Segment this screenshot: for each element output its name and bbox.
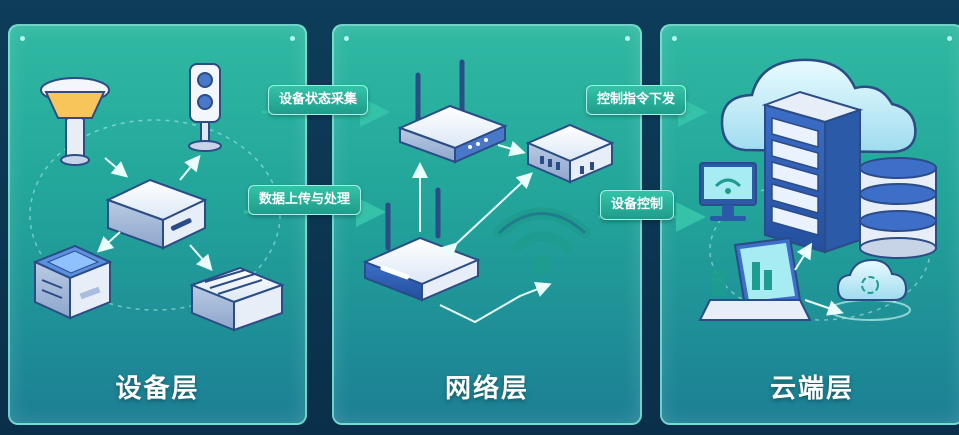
device-layer-title: 设备层	[115, 374, 200, 404]
device-connection-arrows	[97, 154, 213, 272]
solar-panel-box-icon	[32, 244, 113, 320]
router-icon	[362, 187, 481, 302]
switch-icon	[525, 123, 615, 184]
router-icon	[397, 59, 508, 164]
flow-label-upload-process: 数据上传与处理	[248, 185, 362, 215]
wifi-icon	[494, 207, 590, 275]
corner-dot	[344, 36, 349, 41]
corner-dot	[290, 36, 295, 41]
vent-box-icon	[189, 266, 285, 332]
street-lamp-icon	[40, 77, 110, 166]
corner-dot	[947, 36, 952, 41]
network-connection-arrows	[412, 140, 552, 324]
wifi-monitor-icon	[699, 162, 757, 221]
corner-dot	[625, 36, 630, 41]
server-rack-icon	[761, 90, 864, 254]
cloud-sync-icon	[829, 258, 911, 321]
traffic-signal-icon	[188, 63, 222, 152]
cloud-layer-title: 云端层	[769, 374, 854, 404]
network-layer-title: 网络层	[444, 374, 529, 404]
cloud-connection-arrows	[794, 242, 844, 316]
gateway-box-icon	[105, 178, 208, 250]
dashboard-laptop-icon	[698, 236, 812, 321]
flow-label-status-collect: 设备状态采集	[268, 85, 369, 115]
database-icon	[859, 157, 937, 259]
corner-dot	[672, 36, 677, 41]
flow-label-command-issue: 控制指令下发	[586, 85, 687, 115]
corner-dot	[20, 36, 25, 41]
flow-label-device-control: 设备控制	[600, 190, 675, 220]
device-orbit-ring	[29, 119, 281, 311]
